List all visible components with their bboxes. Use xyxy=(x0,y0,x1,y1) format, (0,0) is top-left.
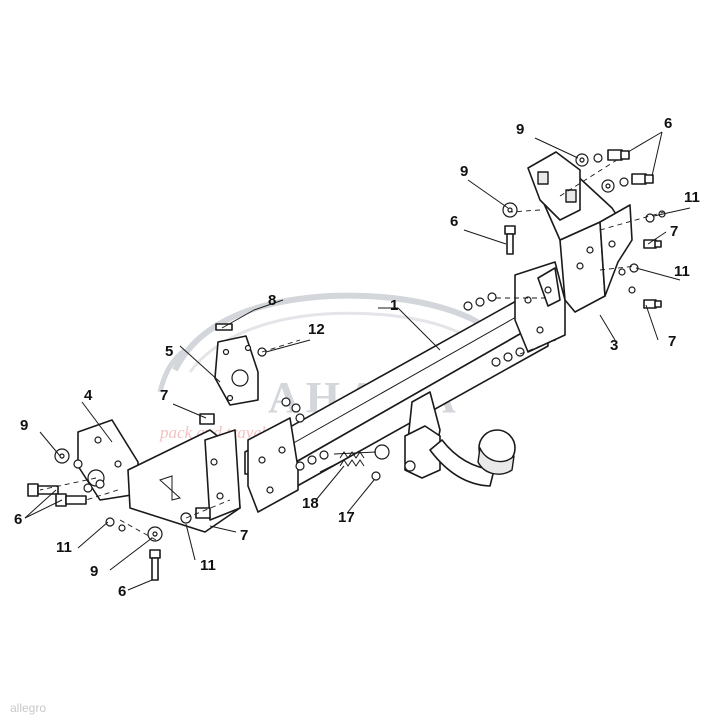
label-part-6-top: 6 xyxy=(450,213,458,230)
label-part-7-left: 7 xyxy=(160,387,168,404)
tow-ball-assembly xyxy=(374,391,516,487)
left-side-bracket xyxy=(77,419,241,533)
label-part-6-bottom: 6 xyxy=(118,583,126,600)
label-part-7-right-bottom: 7 xyxy=(668,333,676,350)
beam-right-end-plate xyxy=(514,261,566,353)
label-part-7-lower: 7 xyxy=(240,527,248,544)
image-credit: allegro xyxy=(10,701,46,715)
label-part-9-top: 9 xyxy=(516,121,524,138)
label-part-3: 3 xyxy=(610,337,618,354)
fasteners xyxy=(27,149,666,581)
part-number-labels: 1 3 4 5 6 6 6 6 7 7 7 7 8 9 9 9 9 11 11 … xyxy=(14,115,700,600)
label-part-1: 1 xyxy=(390,297,398,314)
label-part-6-left: 6 xyxy=(14,511,22,528)
label-part-9-mid: 9 xyxy=(460,163,468,180)
label-part-9-bottom: 9 xyxy=(90,563,98,580)
assembly-lines xyxy=(39,157,665,541)
beam-left-end-plate xyxy=(247,417,299,513)
label-part-12: 12 xyxy=(308,321,325,338)
label-part-6-right: 6 xyxy=(664,115,672,132)
label-part-11-right-top: 11 xyxy=(684,189,700,206)
label-part-18: 18 xyxy=(302,495,319,512)
right-side-bracket xyxy=(527,151,633,313)
label-part-8: 8 xyxy=(268,292,276,309)
label-part-17: 17 xyxy=(338,509,355,526)
label-part-11-lower: 11 xyxy=(200,557,216,574)
label-part-7-right-top: 7 xyxy=(670,223,678,240)
label-part-9-left: 9 xyxy=(20,417,28,434)
socket-plate xyxy=(214,335,259,406)
leader-lines xyxy=(24,131,691,591)
label-part-4: 4 xyxy=(84,387,93,404)
label-part-11-right-bottom: 11 xyxy=(674,263,690,280)
spring-part xyxy=(339,451,365,467)
label-part-5: 5 xyxy=(165,343,173,360)
label-part-11-left: 11 xyxy=(56,539,72,556)
